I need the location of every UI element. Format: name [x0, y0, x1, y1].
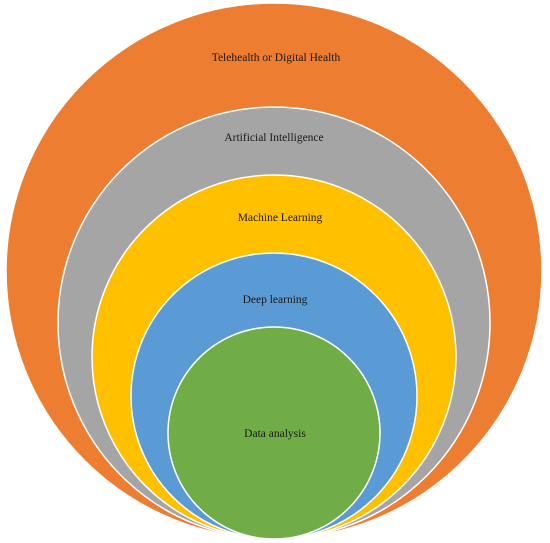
ring-deep-learning-label: Deep learning: [243, 294, 308, 306]
ring-data-analysis: Data analysis: [167, 326, 381, 540]
ring-machine-learning-label: Machine Learning: [238, 212, 323, 224]
ring-data-analysis-label: Data analysis: [244, 428, 306, 440]
ring-artificial-intelligence-label: Artificial Intelligence: [224, 132, 323, 144]
ring-telehealth-label: Telehealth or Digital Health: [212, 52, 341, 64]
ring-data-analysis-circle: [167, 326, 381, 540]
